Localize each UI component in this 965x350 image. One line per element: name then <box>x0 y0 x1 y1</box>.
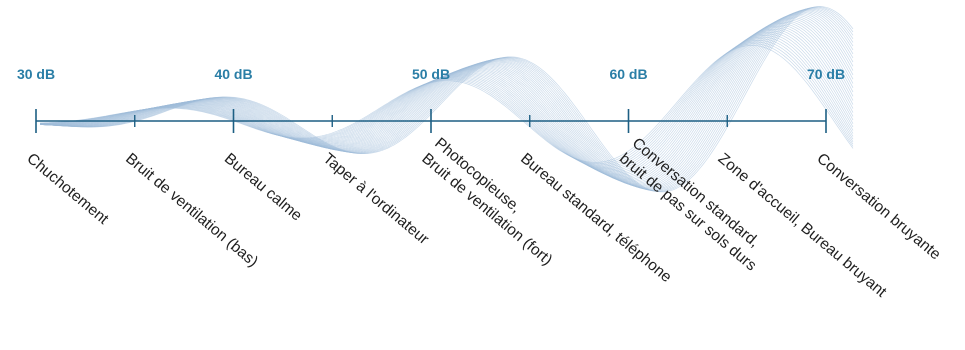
decibel-axis <box>35 109 827 133</box>
noise-source-line: Conversation standard, <box>629 135 763 251</box>
db-tick-label: 50 dB <box>412 66 450 82</box>
db-tick-label: 30 dB <box>17 66 55 82</box>
noise-source-label: Photocopieuse,Bruit de ventilation (fort… <box>418 135 555 269</box>
noise-source-label: Bureau calme <box>221 150 305 224</box>
db-tick-label: 40 dB <box>214 66 252 82</box>
wave-strand <box>39 41 854 166</box>
decibel-tick-labels: 30 dB 40 dB 50 dB 60 dB 70 dB <box>17 66 845 82</box>
noise-source-label: Taper à l'ordinateur <box>320 150 432 248</box>
noise-source-line: Chuchotement <box>23 150 112 228</box>
db-tick-label: 60 dB <box>609 66 647 82</box>
sound-wave-ribbon <box>39 6 854 193</box>
wave-strand <box>40 36 854 170</box>
noise-source-line: Taper à l'ordinateur <box>320 150 432 248</box>
noise-source-line: Bureau calme <box>221 150 305 224</box>
db-tick-label: 70 dB <box>807 66 845 82</box>
wave-strand <box>39 38 854 168</box>
noise-source-label: Chuchotement <box>23 150 112 228</box>
wave-strand <box>39 45 854 163</box>
wave-strand <box>39 39 854 167</box>
